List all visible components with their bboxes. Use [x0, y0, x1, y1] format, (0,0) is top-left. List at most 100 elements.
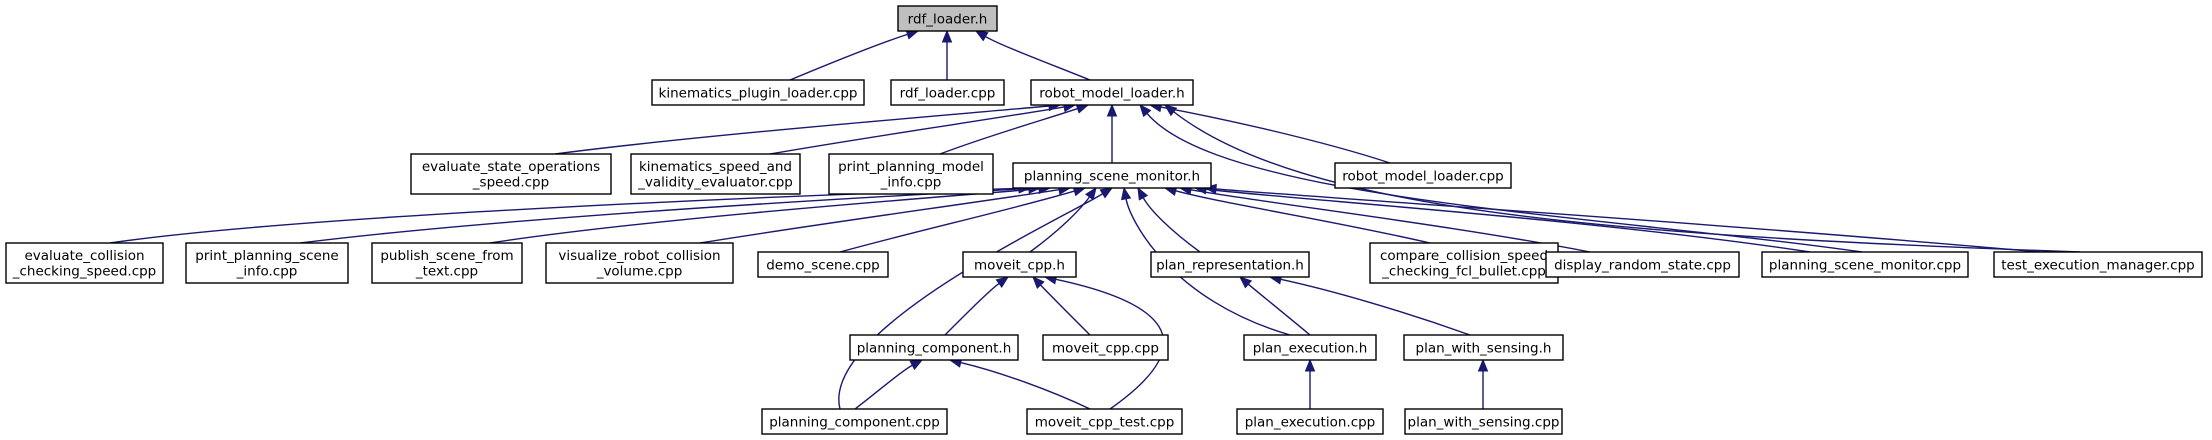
- node-plan-with-sensing-cpp[interactable]: plan_with_sensing.cpp: [1404, 408, 1563, 435]
- arrowhead-icon: [1099, 187, 1114, 199]
- node-plan-execution-h[interactable]: plan_execution.h: [1243, 334, 1377, 361]
- edge-robot_model_loader_h-to-rdf_loader_h: [974, 30, 1091, 81]
- node-display-random-state-cpp[interactable]: display_random_state.cpp: [1545, 251, 1740, 278]
- node-label: _volume.cpp: [596, 264, 683, 280]
- node-moveit-cpp-cpp[interactable]: moveit_cpp.cpp: [1042, 334, 1169, 361]
- node-label: _info.cpp: [236, 264, 298, 280]
- node-label: kinematics_plugin_loader.cpp: [659, 85, 858, 101]
- node-label: evaluate_collision: [24, 248, 144, 264]
- node-moveit-cpp-h[interactable]: moveit_cpp.h: [962, 251, 1077, 278]
- edge-robot_model_loader_cpp-to-robot_model_loader_h: [1148, 101, 1391, 164]
- node-evaluate-state-operations-speed-cpp[interactable]: evaluate_state_operations_speed.cpp: [410, 153, 612, 195]
- arrowhead-icon: [1139, 103, 1152, 118]
- node-label: rdf_loader.cpp: [900, 85, 996, 101]
- edge-test_execution_manager_cpp-to-robot_model_loader_h: [1163, 104, 2081, 253]
- edge-line: [769, 106, 1065, 155]
- edge-line: [699, 188, 1060, 244]
- node-label: _text.cpp: [415, 264, 478, 280]
- edge-line: [985, 35, 1091, 81]
- node-label: evaluate_state_operations: [422, 159, 600, 175]
- node-box: [185, 242, 349, 284]
- node-label: plan_representation.h: [1156, 257, 1304, 273]
- node-plan-execution-cpp[interactable]: plan_execution.cpp: [1236, 408, 1384, 435]
- node-label: robot_model_loader.h: [1039, 85, 1185, 101]
- edge-moveit_cpp_test_cpp-to-planning_component_h: [948, 357, 1091, 410]
- edge-kinematics_plugin_loader_cpp-to-rdf_loader_h: [789, 29, 920, 81]
- node-label: _validity_evaluator.cpp: [637, 175, 793, 191]
- node-label: planning_scene_monitor.h: [1024, 168, 1200, 184]
- edge-line: [1215, 188, 2041, 253]
- edge-test_execution_manager_cpp-to-planning_scene_monitor_h: [1203, 183, 2041, 253]
- edge-line: [1142, 197, 1201, 253]
- node-kinematics-speed-and-validity-evaluator-cpp[interactable]: kinematics_speed_and_validity_evaluator.…: [630, 153, 801, 195]
- edge-planning_component_h-to-moveit_cpp_h: [944, 276, 1010, 336]
- node-label: _checking_speed.cpp: [12, 264, 157, 280]
- node-label: compare_collision_speed: [1380, 248, 1548, 264]
- node-box: [1545, 251, 1740, 278]
- edge-print_planning_model_info_cpp-to-robot_model_loader_h: [939, 103, 1090, 155]
- node-box: [1243, 334, 1377, 361]
- node-label: plan_execution.h: [1253, 340, 1368, 356]
- node-moveit-cpp-test-cpp[interactable]: moveit_cpp_test.cpp: [1026, 408, 1183, 435]
- arrowhead-icon: [1304, 358, 1316, 372]
- edge-line: [554, 105, 1050, 155]
- node-box: [1150, 251, 1310, 278]
- node-label: planning_component.h: [857, 340, 1012, 356]
- node-box: [1761, 251, 1969, 278]
- edge-line: [1173, 111, 2081, 253]
- edge-plan_with_sensing_cpp-to-plan_with_sensing_h: [1477, 358, 1489, 409]
- node-box: [757, 251, 889, 278]
- node-box: [1993, 251, 2203, 278]
- node-box: [1030, 79, 1194, 106]
- arrowhead-icon: [995, 276, 1010, 288]
- edge-plan_execution_h-to-plan_representation_h: [1239, 276, 1311, 336]
- node-box: [761, 408, 948, 435]
- edge-line: [944, 282, 1000, 336]
- node-plan-representation-h[interactable]: plan_representation.h: [1150, 251, 1310, 278]
- node-planning-component-h[interactable]: planning_component.h: [849, 334, 1019, 361]
- node-planning-scene-monitor-cpp[interactable]: planning_scene_monitor.cpp: [1761, 251, 1969, 278]
- edge-planning_component_cpp-to-planning_component_h: [854, 359, 924, 410]
- edge-moveit_cpp_cpp-to-moveit_cpp_h: [1032, 276, 1091, 336]
- node-robot-model-loader-h[interactable]: robot_model_loader.h: [1030, 79, 1194, 106]
- node-robot-model-loader-cpp[interactable]: robot_model_loader.cpp: [1334, 162, 1512, 189]
- node-box: [890, 79, 1005, 106]
- node-box: [1403, 334, 1564, 361]
- node-box: [5, 242, 164, 284]
- edge-line: [1029, 196, 1091, 253]
- node-box: [1334, 162, 1512, 189]
- node-planning-scene-monitor-h[interactable]: planning_scene_monitor.h: [1012, 162, 1212, 189]
- node-label: moveit_cpp_test.cpp: [1035, 414, 1175, 430]
- node-box: [828, 153, 994, 195]
- node-demo-scene-cpp[interactable]: demo_scene.cpp: [757, 251, 889, 278]
- node-publish-scene-from-text-cpp[interactable]: publish_scene_from_text.cpp: [371, 242, 523, 284]
- edge-line: [839, 190, 1075, 253]
- arrowhead-icon: [1106, 103, 1118, 117]
- node-plan-with-sensing-h[interactable]: plan_with_sensing.h: [1403, 334, 1564, 361]
- node-label: publish_scene_from: [380, 248, 513, 264]
- node-label: robot_model_loader.cpp: [1342, 168, 1504, 184]
- node-compare-collision-speed-checking-fcl-bullet-cpp[interactable]: compare_collision_speed_checking_fcl_bul…: [1369, 242, 1559, 284]
- node-box: [849, 334, 1019, 361]
- node-box: [630, 153, 801, 195]
- node-test-execution-manager-cpp[interactable]: test_execution_manager.cpp: [1993, 251, 2203, 278]
- edge-line: [838, 193, 1103, 410]
- node-evaluate-collision-checking-speed-cpp[interactable]: evaluate_collision_checking_speed.cpp: [5, 242, 164, 284]
- node-rdf-loader-cpp[interactable]: rdf_loader.cpp: [890, 79, 1005, 106]
- node-visualize-robot-collision-volume-cpp[interactable]: visualize_robot_collision_volume.cpp: [545, 242, 734, 284]
- node-box: [1026, 408, 1183, 435]
- node-print-planning-model-info-cpp[interactable]: print_planning_model_info.cpp: [828, 153, 994, 195]
- node-label: kinematics_speed_and: [639, 159, 792, 175]
- node-label: demo_scene.cpp: [766, 257, 880, 273]
- node-label: planning_scene_monitor.cpp: [1769, 257, 1961, 273]
- node-label: rdf_loader.h: [908, 11, 988, 27]
- node-planning-component-cpp[interactable]: planning_component.cpp: [761, 408, 948, 435]
- edge-moveit_cpp_h-to-planning_scene_monitor_h: [1029, 186, 1097, 253]
- node-rdf-loader-h[interactable]: rdf_loader.h: [897, 5, 998, 32]
- node-kinematics-plugin-loader-cpp[interactable]: kinematics_plugin_loader.cpp: [651, 79, 865, 106]
- node-label: visualize_robot_collision: [558, 248, 720, 264]
- node-print-planning-scene-info-cpp[interactable]: print_planning_scene_info.cpp: [185, 242, 349, 284]
- edge-line: [1280, 278, 1471, 336]
- arrowhead-icon: [974, 30, 989, 42]
